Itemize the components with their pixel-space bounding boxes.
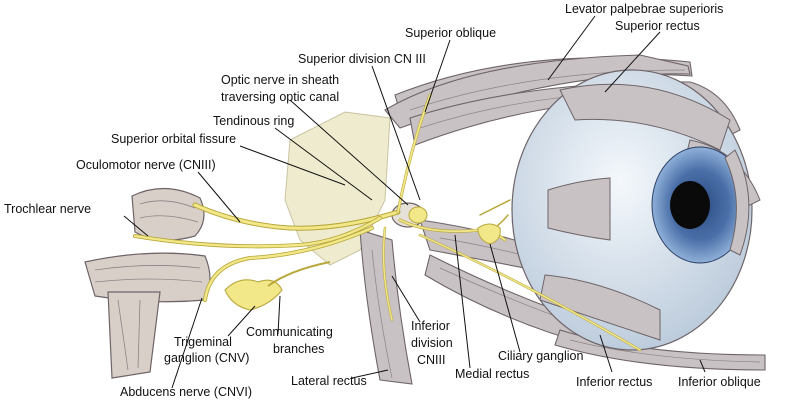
- medial-rectus-insertion: [547, 177, 611, 241]
- optic-nerve-end: [408, 206, 428, 224]
- label-medial-rectus: Medial rectus: [455, 367, 529, 381]
- label-ciliary-ganglion: Ciliary ganglion: [498, 349, 584, 363]
- label-superior-oblique: Superior oblique: [405, 26, 496, 40]
- lateral-rectus-muscle: [359, 229, 413, 385]
- label-inferior-oblique: Inferior oblique: [678, 375, 761, 389]
- brainstem-lower: [107, 291, 161, 379]
- label-communicating-2: branches: [273, 342, 324, 356]
- label-inferior-rectus: Inferior rectus: [576, 375, 652, 389]
- pupil: [670, 181, 710, 229]
- label-oculomotor: Oculomotor nerve (CNIII): [76, 158, 216, 172]
- label-trochlear: Trochlear nerve: [4, 202, 91, 216]
- eyelid-tendon: [724, 149, 750, 256]
- abducens-nerve-fill: [203, 226, 374, 302]
- oculomotor-nerve-fill: [193, 203, 400, 230]
- label-tendinous-ring: Tendinous ring: [213, 114, 294, 128]
- ciliary-ganglion-body: [477, 223, 501, 245]
- label-superior-rectus: Superior rectus: [615, 19, 700, 33]
- inferior-branch-fill: [419, 234, 641, 351]
- label-abducens: Abducens nerve (CNVI): [120, 385, 252, 399]
- label-inferior-division-1: Inferior: [411, 319, 450, 333]
- label-communicating-1: Communicating: [246, 325, 333, 339]
- trigeminal-branch: [267, 261, 331, 287]
- brainstem-texture: [94, 200, 203, 371]
- superior-rectus-insertion: [559, 83, 731, 151]
- label-superior-division: Superior division CN III: [298, 52, 426, 66]
- lateral-branch-fill: [382, 227, 393, 321]
- label-inferior-division-2: division: [411, 336, 453, 350]
- trigeminal-ganglion-body: [224, 279, 283, 311]
- midbrain: [131, 187, 205, 241]
- label-trigeminal-2: ganglion (CNV): [164, 351, 249, 365]
- nerves: [133, 93, 642, 352]
- leader-lines: [123, 15, 706, 389]
- label-lateral-rectus: Lateral rectus: [291, 374, 367, 388]
- label-superior-orbital-fissure: Superior orbital fissure: [111, 132, 236, 146]
- labels: Levator palpebrae superioris Superior ob…: [4, 2, 761, 399]
- label-inferior-division-3: CNIII: [417, 353, 445, 367]
- label-trigeminal-1: Trigeminal: [174, 335, 232, 349]
- label-optic-nerve-2: traversing optic canal: [221, 90, 339, 104]
- trochlear-nerve-fill: [133, 216, 382, 248]
- label-levator: Levator palpebrae superioris: [565, 2, 723, 16]
- label-optic-nerve-1: Optic nerve in sheath: [221, 73, 339, 87]
